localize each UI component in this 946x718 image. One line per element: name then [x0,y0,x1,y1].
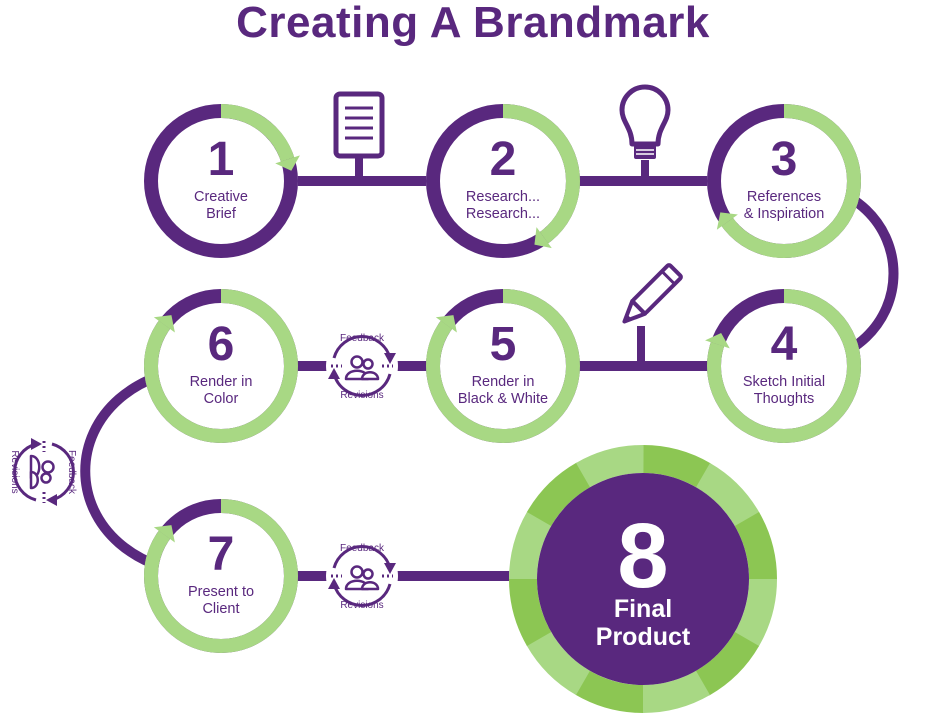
final-ring-segment [509,444,777,713]
final-ring-segment [509,445,777,713]
step-progress-arc [144,104,298,258]
final-ring-segment [509,445,777,713]
lightbulb-icon [619,84,671,183]
final-ring-segment [508,445,777,713]
step-label: Black & White [458,391,548,407]
badge-label-top: Feedback [340,543,385,554]
step-number: 1 [208,133,235,186]
final-ring-segment [509,445,777,713]
progress-arrow-icon [275,155,300,171]
step-label: Thoughts [754,391,814,407]
progress-arrow-icon [534,227,552,249]
step-2: 2Research...Research... [426,104,580,258]
cycle-arrow-icon [332,373,392,397]
final-ring-segment [509,445,777,713]
step-number: 4 [771,318,798,371]
final-number: 8 [617,505,668,607]
people-icon [344,565,380,591]
step-number: 3 [771,133,798,186]
step-label: Client [202,601,239,617]
feedback-badge: Feedback Revisions [8,436,80,508]
final-ring-segment [509,445,777,713]
progress-arrow-icon [716,212,738,230]
final-ring-segment [509,445,777,713]
step-icons [333,84,683,368]
cycle-arrow-icon [51,442,75,502]
people-icon [29,454,55,490]
feedback-badges: FeedbackRevisionsFeedbackRevisionsFeedba… [8,330,398,612]
step-label: Creative [194,189,248,205]
step-label: Render in [472,374,535,390]
step-progress-arc [426,104,580,258]
step-label: Color [204,391,239,407]
cycle-arrow-icon [332,545,392,569]
cycle-arrow-icon [13,442,37,502]
step-progress-arc [144,499,298,653]
final-ring-segment [509,445,777,713]
progress-arrow-icon [705,332,730,349]
step-progress-arc [707,104,861,258]
step-number: 7 [208,528,235,581]
step-number: 2 [490,133,517,186]
step-progress-arc [426,289,580,443]
badge-label-top: Feedback [340,333,385,344]
step-label: Present to [188,584,254,600]
cycle-arrow-icon [332,583,392,607]
badge-label-bottom: Revisions [340,390,383,401]
pencil-icon [622,263,683,368]
step-label: Research... [466,206,540,222]
badge-label-bottom: Revisions [340,600,383,611]
step-label: Brief [206,206,237,222]
step-number: 5 [490,318,517,371]
final-ring-segment [509,445,777,713]
step-progress-arc [707,289,861,443]
step-number: 6 [208,318,235,371]
badge-label-top: Feedback [66,450,77,495]
badge-label-bottom: Revisions [9,450,20,493]
people-icon [344,355,380,381]
document-icon [333,91,385,183]
final-core [537,473,749,685]
final-label: Final [614,595,672,623]
progress-arrow-icon [153,315,175,333]
step-label: References [747,189,821,205]
cycle-arrow-icon [332,335,392,359]
progress-arrow-icon [153,525,175,543]
final-label: Product [596,623,691,651]
final-ring-segment [509,445,777,713]
page-title: Creating A Brandmark [236,0,710,47]
step-label: & Inspiration [744,206,825,222]
progress-arrow-icon [435,315,457,333]
step-label: Sketch Initial [743,374,825,390]
step-label: Research... [466,189,540,205]
step-label: Render in [190,374,253,390]
step-progress-arc [144,289,298,443]
